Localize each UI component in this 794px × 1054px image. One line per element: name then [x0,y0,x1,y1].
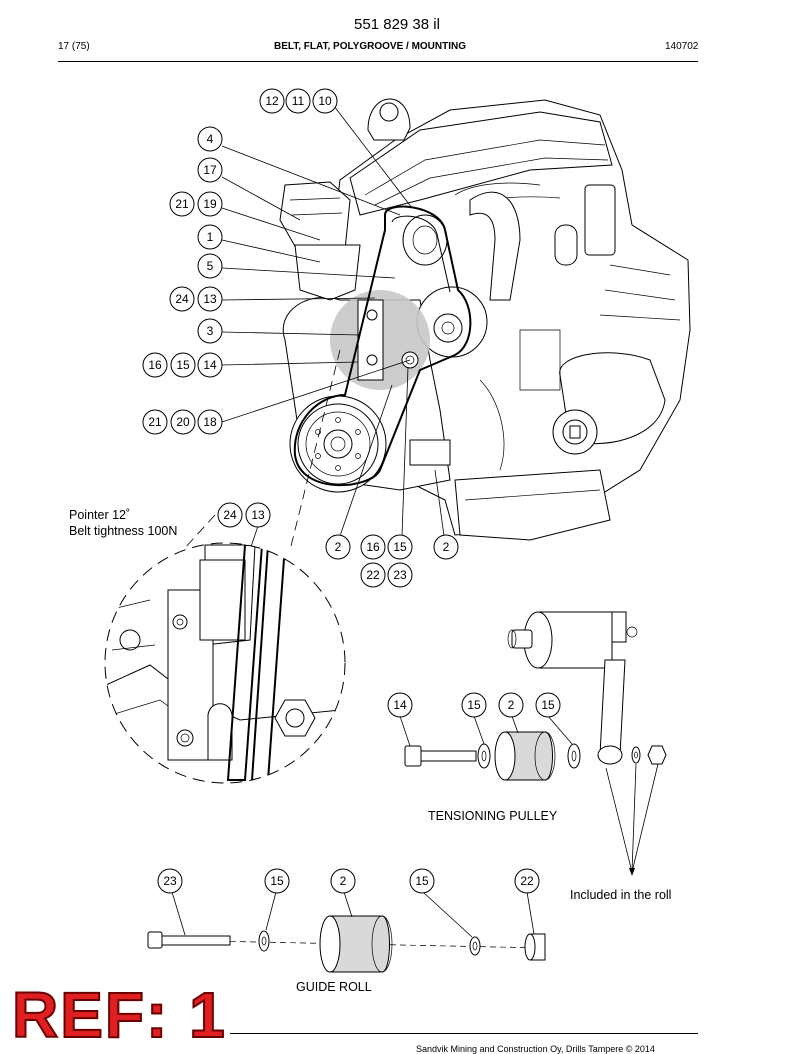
svg-text:21: 21 [148,415,162,429]
svg-text:2: 2 [443,540,450,554]
callout-23: 23 [157,868,183,894]
document-number: 551 829 38 il [354,16,440,33]
svg-text:2: 2 [340,874,347,888]
callout-22: 22 [514,868,540,894]
callout-12: 12 [259,88,285,114]
svg-text:17: 17 [203,163,217,177]
svg-text:5: 5 [207,259,214,273]
svg-text:23: 23 [163,874,177,888]
tensioning-pulley-exploded [399,611,667,876]
svg-text:13: 13 [251,508,265,522]
leader-lines-main [221,105,445,586]
svg-text:1: 1 [207,230,214,244]
callout-13: 13 [245,502,271,528]
svg-text:24: 24 [175,292,189,306]
header-rule [58,61,698,62]
callout-16: 16 [360,534,386,560]
callout-2: 2 [330,868,356,894]
svg-text:14: 14 [393,698,407,712]
svg-text:15: 15 [415,874,429,888]
callout-1: 1 [197,224,223,250]
callout-4: 4 [197,126,223,152]
callout-15: 15 [409,868,435,894]
included-in-roll-label: Included in the roll [570,888,671,902]
detail-view [104,542,346,784]
svg-text:23: 23 [393,568,407,582]
callout-22: 22 [360,562,386,588]
guide-roll-exploded [147,891,546,973]
svg-text:22: 22 [366,568,380,582]
callout-14: 14 [197,352,223,378]
belt-tightness-label: Belt tightness 100N [69,524,177,538]
svg-text:16: 16 [148,358,162,372]
svg-text:15: 15 [541,698,555,712]
svg-text:12: 12 [265,94,279,108]
svg-text:21: 21 [175,197,189,211]
callout-3: 3 [197,318,223,344]
callout-15: 15 [535,692,561,718]
callout-2: 2 [325,534,351,560]
callout-15: 15 [387,534,413,560]
callout-13: 13 [197,286,223,312]
callout-20: 20 [170,409,196,435]
callout-10: 10 [312,88,338,114]
callout-2: 2 [498,692,524,718]
svg-text:19: 19 [203,197,217,211]
page-title: BELT, FLAT, POLYGROOVE / MOUNTING [273,41,467,52]
svg-text:24: 24 [223,508,237,522]
callout-15: 15 [170,352,196,378]
pointer-label: Pointer 12˚ [69,508,130,522]
document-date: 140702 [665,41,699,52]
callout-15: 15 [461,692,487,718]
footer-copyright: Sandvik Mining and Construction Oy, Dril… [416,1044,655,1054]
svg-text:15: 15 [393,540,407,554]
svg-text:15: 15 [176,358,190,372]
callout-21: 21 [169,191,195,217]
footer-rule [230,1033,698,1034]
svg-text:13: 13 [203,292,217,306]
svg-text:3: 3 [207,324,214,338]
svg-text:15: 15 [467,698,481,712]
callout-5: 5 [197,253,223,279]
callout-17: 17 [197,157,223,183]
svg-text:11: 11 [292,94,305,108]
svg-text:2: 2 [335,540,342,554]
callout-16: 16 [142,352,168,378]
svg-text:4: 4 [207,132,214,146]
callout-11: 11 [285,88,311,114]
svg-text:2: 2 [508,698,515,712]
svg-text:10: 10 [318,94,332,108]
tensioning-pulley-label: TENSIONING PULLEY [428,809,558,823]
svg-text:15: 15 [270,874,284,888]
callout-23: 23 [387,562,413,588]
callout-18: 18 [197,409,223,435]
callout-2: 2 [433,534,459,560]
callout-24: 24 [217,502,243,528]
ref-stamp: REF: 1 [11,979,227,1051]
svg-text:14: 14 [203,358,217,372]
svg-text:22: 22 [520,874,534,888]
page-count: 17 (75) [58,41,90,52]
callout-15: 15 [264,868,290,894]
guide-roll-label: GUIDE ROLL [296,980,372,994]
svg-text:16: 16 [366,540,380,554]
svg-text:20: 20 [176,415,190,429]
callout-21: 21 [142,409,168,435]
svg-text:18: 18 [203,415,217,429]
callout-14: 14 [387,692,413,718]
callout-19: 19 [197,191,223,217]
engine-illustration [279,98,691,541]
callout-24: 24 [169,286,195,312]
